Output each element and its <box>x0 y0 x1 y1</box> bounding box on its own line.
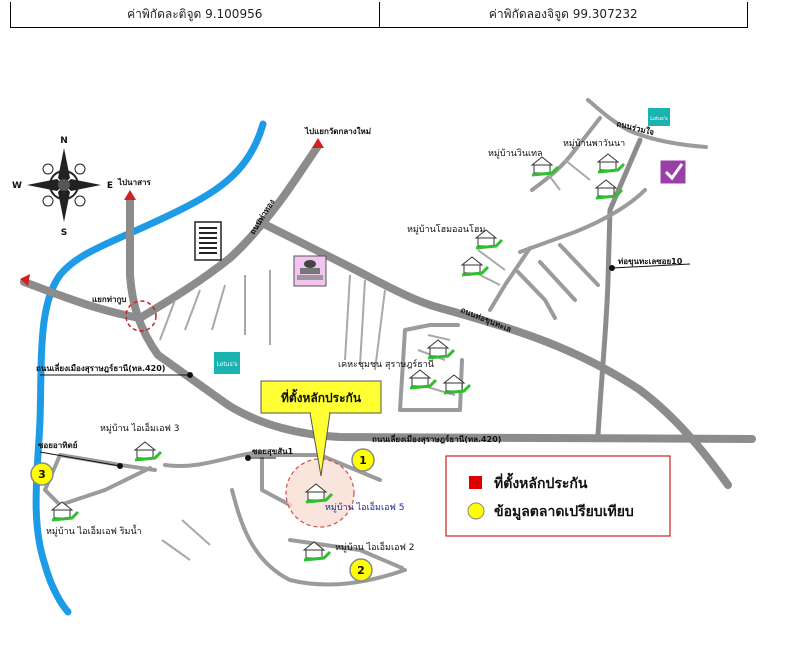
svg-text:1: 1 <box>359 454 367 467</box>
arrow-to-wat-klang-mai <box>312 138 324 148</box>
compass-rose: N S W E <box>12 136 113 238</box>
house-icons <box>50 153 626 562</box>
collateral-callout: ที่ตั้งหลักประกัน <box>260 380 382 477</box>
label-moo-home-on-home: หมู่บ้านโฮมออนโฮม <box>407 224 485 235</box>
compass-south: S <box>61 228 67 238</box>
river <box>32 120 267 616</box>
label-moo-wintel: หมู่บ้านวินเทล <box>488 148 543 159</box>
road-west <box>20 278 144 322</box>
label-to-wat-klang-mai: ไปแยกวัดกลางใหม่ <box>304 126 371 136</box>
label-moo-im-f2: หมู่บ้าน ไอเอ็มเอฟ 2 <box>335 540 414 553</box>
building-icon <box>194 221 222 261</box>
label-to-na-sarn: ไปนาสาร <box>117 177 151 187</box>
label-soi-suksan1: ซอยสุขสัน1 <box>252 447 294 457</box>
arrow-west <box>20 274 30 286</box>
callout-label: ที่ตั้งหลักประกัน <box>281 388 362 405</box>
khun-thale-road <box>256 218 732 489</box>
temple-icon <box>293 255 327 287</box>
label-khun-thale-road: ถนนท่อขุนทะเล <box>459 306 513 336</box>
label-outer-ring-road-north: ถนนเลี่ยงเมืองสุราษฎร์ธานี(ทล.420) <box>36 362 165 374</box>
label-kheha-chumchon: เคหะชุมชน สุราษฎร์ธานี <box>338 358 434 370</box>
label-moo-im-f5: หมู่บ้าน ไอเอ็มเอฟ 5 <box>325 500 404 513</box>
label-moo-im-f-riverside: หมู่บ้าน ไอเอ็มเอฟ ริมน้ำ <box>46 524 142 537</box>
collateral-house-icon <box>304 483 334 504</box>
label-outer-ring-road-south: ถนนเลี่ยงเมืองสุราษฎร์ธานี(ทล.420) <box>372 433 501 445</box>
label-soi-arthit: ซอยอาทิตย์ <box>38 440 78 450</box>
legend-collateral-swatch <box>469 476 482 489</box>
lotus-store-icon-mid: Lotus's <box>214 352 240 374</box>
label-moo-pha-wan: หมู่บ้านพาวันนา <box>563 138 625 149</box>
svg-text:Lotus's: Lotus's <box>217 361 238 368</box>
arrow-to-na-sarn <box>124 190 136 200</box>
coordinate-header: ค่าพิกัดละติจูด 9.100956 ค่าพิกัดลองจิจู… <box>10 2 748 28</box>
road-northeast <box>595 137 643 438</box>
label-moo-im-f3: หมู่บ้าน ไอเอ็มเอฟ 3 <box>100 421 179 434</box>
legend-collateral-label: ที่ตั้งหลักประกัน <box>494 472 588 492</box>
compass-west: W <box>12 181 22 191</box>
comparable-marker-2: 2 <box>349 558 373 582</box>
compass-east: E <box>107 181 113 191</box>
lotus-store-icon-top: Lotus's <box>648 108 670 126</box>
tha-kut-junction-marker <box>125 300 157 332</box>
legend-comparable-swatch <box>467 502 485 520</box>
svg-text:3: 3 <box>38 468 46 481</box>
outer-ring-road <box>224 401 756 443</box>
map-legend: ที่ตั้งหลักประกัน ข้อมูลตลาดเปรียบเทียบ <box>445 455 671 537</box>
road-to-wat-klang-mai <box>136 142 322 322</box>
comparable-marker-3: 3 <box>30 462 54 486</box>
svg-text:Lotus's: Lotus's <box>650 116 668 122</box>
latitude-label: ค่าพิกัดละติจูด 9.100956 <box>127 7 263 21</box>
legend-comparable-label: ข้อมูลตลาดเปรียบเทียบ <box>494 504 634 520</box>
compass-north: N <box>60 136 68 146</box>
checkmark-store-icon <box>659 159 687 185</box>
label-tha-kut-junction: แยกท่ากูบ <box>92 295 126 305</box>
longitude-label: ค่าพิกัดลองจิจูด 99.307232 <box>378 2 748 27</box>
comparable-marker-1: 1 <box>351 448 375 472</box>
svg-text:2: 2 <box>357 564 365 577</box>
label-khun-thale-soi10: ท่อขุนทะเลซอย10 <box>618 257 683 267</box>
